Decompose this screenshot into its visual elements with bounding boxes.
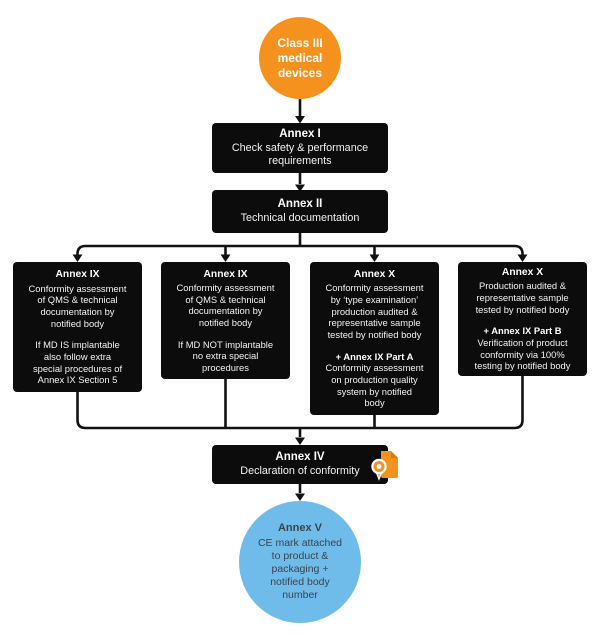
annex-x-type-examination-box: Annex X Conformity assessment by ‘type e…: [310, 262, 439, 415]
branch-body: Conformity assessment by ‘type examinati…: [325, 282, 424, 341]
start-node-class-iii: Class III medical devices: [259, 17, 341, 99]
branch-body: Conformity assessment of QMS & technical…: [28, 282, 127, 329]
annex-i-box: Annex I Check safety & performance requi…: [212, 123, 388, 173]
annex-v-node: Annex V CE mark attached to product & pa…: [239, 501, 361, 623]
branch-body-2: Verification of product conformity via 1…: [474, 337, 571, 372]
annex-x-production-audit-box: Annex X Production audited & representat…: [458, 262, 587, 376]
branch-body-2: If MD NOT implantable no extra special p…: [177, 338, 274, 373]
branch-title: Annex IX: [203, 268, 248, 280]
branch-body-2: If MD IS implantable also follow extra s…: [32, 339, 123, 386]
branch-body: Conformity assessment of QMS & technical…: [176, 281, 275, 328]
annex-i-title: Annex I: [279, 127, 321, 140]
annex-iv-body: Declaration of conformity: [240, 465, 360, 478]
annex-ii-body: Technical documentation: [240, 212, 360, 225]
branch-subtitle: + Annex IX Part B: [483, 325, 562, 337]
annex-iv-box: Annex IV Declaration of conformity: [212, 445, 388, 484]
branch-body: Production audited & representative samp…: [475, 280, 570, 315]
start-node-label: Class III medical devices: [277, 35, 323, 80]
certificate-icon: [371, 451, 398, 481]
branch-title: Annex X: [501, 267, 544, 279]
branch-title: Annex X: [353, 269, 396, 281]
annex-iv-title: Annex IV: [275, 451, 325, 464]
annex-v-title: Annex V: [277, 521, 322, 534]
annex-ix-implantable-box: Annex IX Conformity assessment of QMS & …: [13, 262, 142, 392]
annex-ii-box: Annex II Technical documentation: [212, 190, 388, 233]
annex-v-body: CE mark attached to product & packaging …: [257, 536, 343, 602]
annex-ii-title: Annex II: [277, 198, 323, 211]
branch-subtitle: + Annex IX Part A: [335, 350, 414, 362]
branch-body-2: Conformity assessment on production qual…: [325, 362, 424, 409]
branch-title: Annex IX: [55, 269, 100, 281]
annex-i-body: Check safety & performance requirements: [231, 141, 369, 168]
annex-ix-not-implantable-box: Annex IX Conformity assessment of QMS & …: [161, 262, 290, 379]
